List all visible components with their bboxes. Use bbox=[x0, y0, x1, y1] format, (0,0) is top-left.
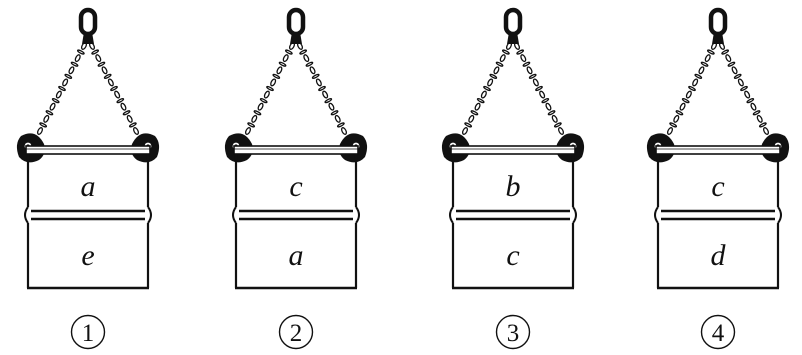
chain-sling-icon bbox=[244, 42, 348, 135]
barrel-bottom-label: e bbox=[81, 239, 94, 272]
drum-barrel-icon bbox=[24, 145, 152, 290]
number-label: 4 bbox=[712, 320, 725, 347]
barrel-top-label: b bbox=[506, 170, 521, 203]
number-circle bbox=[278, 314, 314, 350]
number-circle bbox=[495, 314, 531, 350]
barrel-top-label: c bbox=[289, 170, 302, 203]
chain-sling-icon bbox=[36, 42, 140, 135]
barrel-bottom-label: a bbox=[289, 239, 304, 272]
barrel-unit-1: a e 1 bbox=[16, 7, 160, 350]
drum-barrel-icon bbox=[654, 145, 782, 290]
drum-barrel-icon bbox=[449, 145, 577, 290]
drum-barrel-icon bbox=[232, 145, 360, 290]
lifting-hook-icon bbox=[286, 7, 306, 44]
barrel-bottom-label: d bbox=[711, 239, 727, 272]
barrel-bottom-label: c bbox=[506, 239, 519, 272]
lifting-hook-icon bbox=[708, 7, 728, 44]
barrel-top-label: c bbox=[711, 170, 724, 203]
number-circle bbox=[70, 314, 106, 350]
circled-number: 1 bbox=[70, 314, 106, 350]
barrel-unit-3: b c 3 bbox=[441, 7, 585, 350]
number-label: 1 bbox=[82, 320, 95, 347]
circled-number: 2 bbox=[278, 314, 314, 350]
barrel-top-label: a bbox=[81, 170, 96, 203]
number-label: 3 bbox=[507, 320, 520, 347]
lifting-hook-icon bbox=[78, 7, 98, 44]
number-circle bbox=[700, 314, 736, 350]
barrel-unit-2: c a 2 bbox=[224, 7, 368, 350]
lifting-hook-icon bbox=[503, 7, 523, 44]
chain-sling-icon bbox=[666, 42, 770, 135]
chain-sling-icon bbox=[461, 42, 565, 135]
barrel-unit-4: c d 4 bbox=[646, 7, 790, 350]
number-label: 2 bbox=[290, 320, 303, 347]
circled-number: 4 bbox=[700, 314, 736, 350]
circled-number: 3 bbox=[495, 314, 531, 350]
